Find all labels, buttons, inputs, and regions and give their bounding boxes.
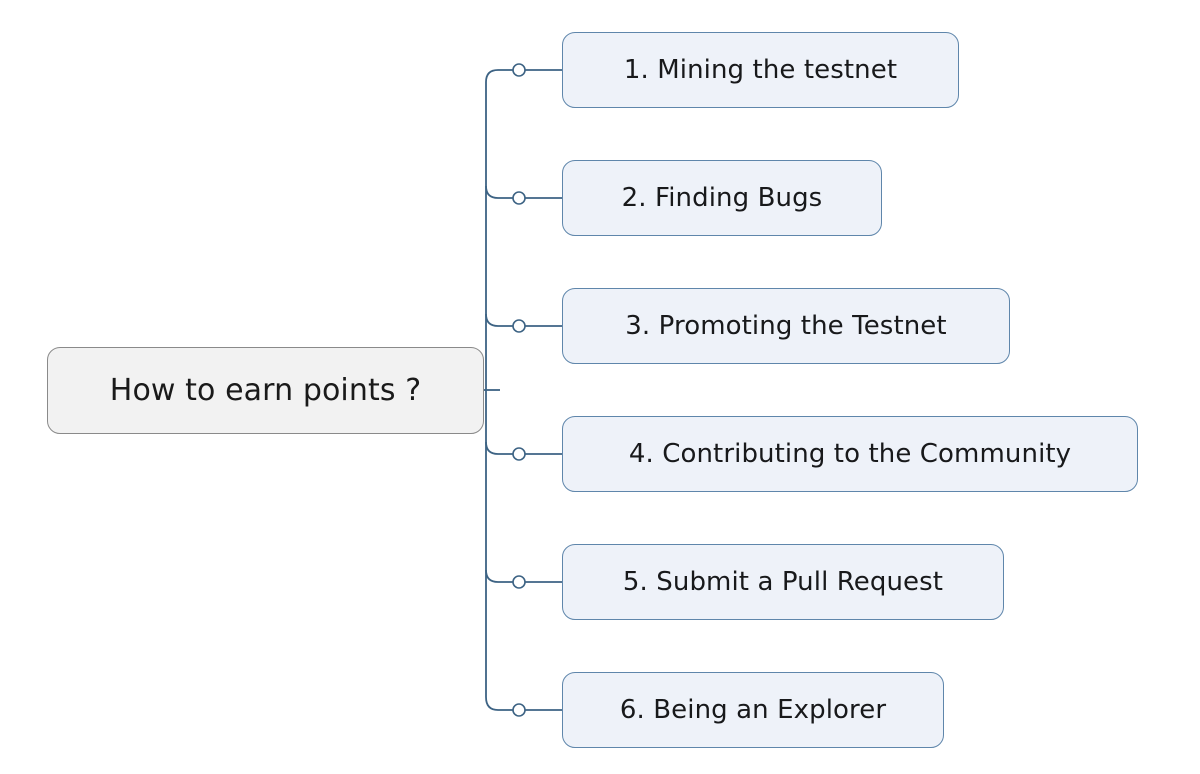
branch-line-5 — [485, 569, 513, 583]
branch-node-3[interactable]: 3. Promoting the Testnet — [562, 288, 1010, 364]
branch-node-4[interactable]: 4. Contributing to the Community — [562, 416, 1138, 492]
branch-marker-circle-5 — [512, 575, 526, 589]
branch-line-1 — [485, 69, 513, 83]
branch-node-3-label: 3. Promoting the Testnet — [625, 311, 947, 341]
branch-node-5-label: 5. Submit a Pull Request — [622, 567, 944, 597]
branch-node-5[interactable]: 5. Submit a Pull Request — [562, 544, 1004, 620]
branch-node-6-label: 6. Being an Explorer — [619, 695, 887, 725]
branch-line-2 — [485, 185, 513, 199]
branch-line-3 — [485, 313, 513, 327]
branch-marker-circle-1 — [512, 63, 526, 77]
branch-marker-circle-3 — [512, 319, 526, 333]
branch-marker-circle-2 — [512, 191, 526, 205]
branch-marker-circle-4 — [512, 447, 526, 461]
root-node[interactable]: How to earn points ? — [47, 347, 484, 434]
branch-node-1[interactable]: 1. Mining the testnet — [562, 32, 959, 108]
branch-node-2[interactable]: 2. Finding Bugs — [562, 160, 882, 236]
root-node-label: How to earn points ? — [109, 373, 422, 408]
branch-line-4 — [485, 441, 513, 455]
branch-node-2-label: 2. Finding Bugs — [621, 183, 823, 213]
branch-line-6 — [485, 696, 513, 711]
branch-node-1-label: 1. Mining the testnet — [623, 55, 898, 85]
branch-node-4-label: 4. Contributing to the Community — [628, 439, 1072, 469]
branch-marker-circle-6 — [512, 703, 526, 717]
branch-node-6[interactable]: 6. Being an Explorer — [562, 672, 944, 748]
